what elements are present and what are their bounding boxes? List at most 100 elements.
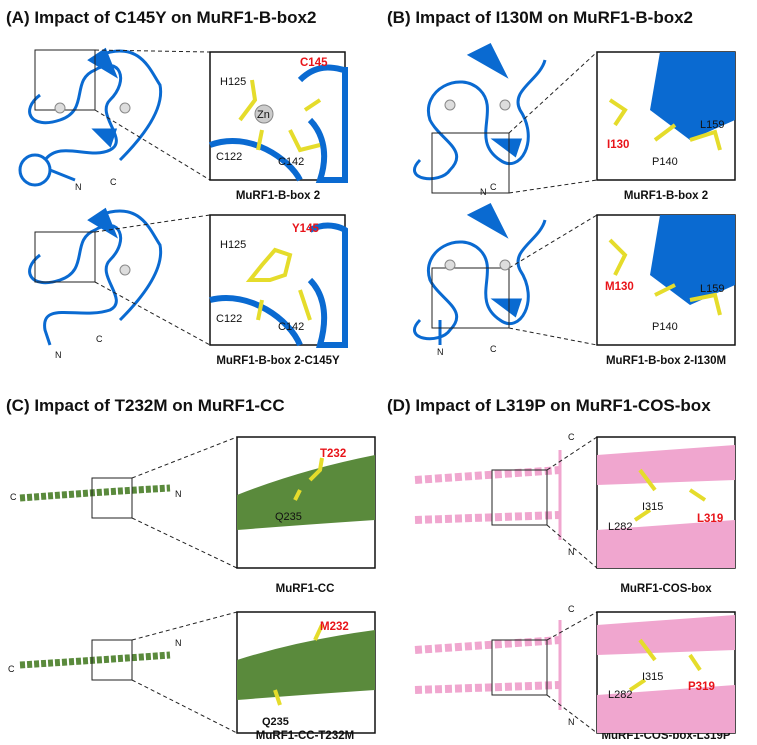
- zoom-box: [431, 267, 510, 329]
- protein-b-bottom: [413, 202, 547, 345]
- zoom-box: [34, 231, 96, 283]
- zoom-box-a-top: [34, 49, 96, 111]
- protein-a-bottom: [28, 207, 163, 346]
- residue-label: N: [175, 638, 182, 648]
- structure-shape: [413, 219, 547, 345]
- residue-label: Q235: [275, 511, 302, 523]
- residue-label: P140: [652, 321, 678, 333]
- caption-d-top: MuRF1-COS-box: [620, 583, 712, 595]
- residue-label: C: [96, 334, 103, 344]
- structure-shape: [444, 99, 456, 111]
- structure-shape: [546, 436, 598, 569]
- residue-label: L282: [608, 689, 632, 701]
- zoom-box: [91, 477, 133, 519]
- residue-label: C: [490, 182, 497, 192]
- zoom-box: [91, 639, 133, 681]
- residue-label: M232: [320, 621, 349, 633]
- residue-label: N: [437, 347, 444, 357]
- structure-shape: [293, 457, 324, 501]
- structure-shape: [414, 636, 561, 654]
- residue-label: N: [55, 350, 62, 360]
- helices-d-top: [414, 450, 562, 540]
- structure-shape: [414, 511, 561, 524]
- residue-label: L319: [697, 513, 723, 525]
- residue-label: C122: [216, 151, 242, 163]
- residue-label: N: [568, 547, 575, 557]
- residue-label: C142: [278, 321, 304, 333]
- structure-shape: [91, 128, 118, 148]
- helices-d-bottom: [414, 620, 562, 710]
- structure-shape: [499, 99, 511, 111]
- residue-label: C145: [300, 57, 328, 69]
- residue-label: C: [8, 664, 15, 674]
- structure-shape: [466, 42, 523, 158]
- structure-shape: [546, 611, 598, 734]
- protein-a-top: [18, 47, 163, 187]
- residue-label: Y145: [292, 223, 319, 235]
- structure-shape: [28, 209, 163, 346]
- structure-shape: [119, 264, 131, 276]
- residue-label: C: [568, 432, 575, 442]
- caption-a-top: MuRF1-B-box 2: [235, 190, 321, 202]
- caption-a-bottom: MuRF1-B-box 2-C145Y: [216, 355, 340, 367]
- residue-label: N: [480, 187, 487, 197]
- residue-label: I315: [642, 501, 663, 513]
- residue-label: H125: [220, 239, 246, 251]
- residue-label: N: [175, 489, 182, 499]
- residue-label: I130: [607, 139, 629, 151]
- structure-shape: [18, 49, 163, 187]
- zoom-box: [491, 639, 548, 696]
- residue-label: P140: [652, 156, 678, 168]
- structure-shape: [650, 52, 735, 140]
- helix-c-bottom: [19, 651, 171, 669]
- zoom-box: [491, 469, 548, 526]
- structure-shape: [597, 445, 735, 568]
- residue-label: L159: [700, 119, 724, 131]
- residue-label: N: [75, 182, 82, 192]
- residue-label: P319: [688, 681, 715, 693]
- zinc-label: Zn: [257, 109, 270, 121]
- residue-label: C: [110, 177, 117, 187]
- structure-shape: [628, 638, 702, 692]
- structure-shape: [413, 59, 547, 181]
- zoom-lines: [94, 49, 211, 181]
- caption-b-top: MuRF1-B-box 2: [623, 190, 709, 202]
- panel-d-title: (D) Impact of L319P on MuRF1-COS-box: [387, 396, 711, 415]
- structure-shape: [87, 47, 119, 79]
- structure-shape: [608, 238, 722, 316]
- inset-a-top-content: Zn H125 C122 C142 C145: [208, 57, 348, 183]
- panel-b-title: (B) Impact of I130M on MuRF1-B-box2: [387, 8, 694, 27]
- caption-b-bottom: MuRF1-B-box 2-I130M: [605, 355, 727, 367]
- residue-label: C: [490, 344, 497, 354]
- residue-label: C: [10, 492, 17, 502]
- residue-label: T232: [320, 448, 346, 460]
- structure-shape: [209, 222, 348, 348]
- residue-label: C142: [278, 156, 304, 168]
- structure-shape: [254, 104, 274, 124]
- protein-b-top: [413, 42, 547, 181]
- structure-shape: [208, 64, 348, 183]
- residue-label: L282: [608, 521, 632, 533]
- residue-label: C: [568, 604, 575, 614]
- residue-label: N: [568, 717, 575, 727]
- structure-shape: [87, 207, 119, 239]
- zoom-box: [431, 132, 510, 194]
- residue-label: Q235: [262, 716, 289, 728]
- residue-label: C122: [216, 313, 242, 325]
- structure-shape: [238, 79, 322, 153]
- structure-shape: [245, 247, 312, 321]
- structure-shape: [273, 624, 324, 706]
- caption-c-top: MuRF1-CC: [275, 583, 335, 595]
- helix-c-top: [19, 484, 171, 502]
- structure-shape: [650, 215, 735, 305]
- panel-a-title: (A) Impact of C145Y on MuRF1-B-box2: [6, 8, 317, 27]
- structure-shape: [608, 98, 722, 151]
- structure-shape: [414, 466, 561, 484]
- residue-label: H125: [220, 76, 246, 88]
- structure-shape: [237, 455, 375, 530]
- structure-shape: [237, 630, 375, 700]
- residue-label: M130: [605, 281, 634, 293]
- structure-shape: [131, 611, 238, 734]
